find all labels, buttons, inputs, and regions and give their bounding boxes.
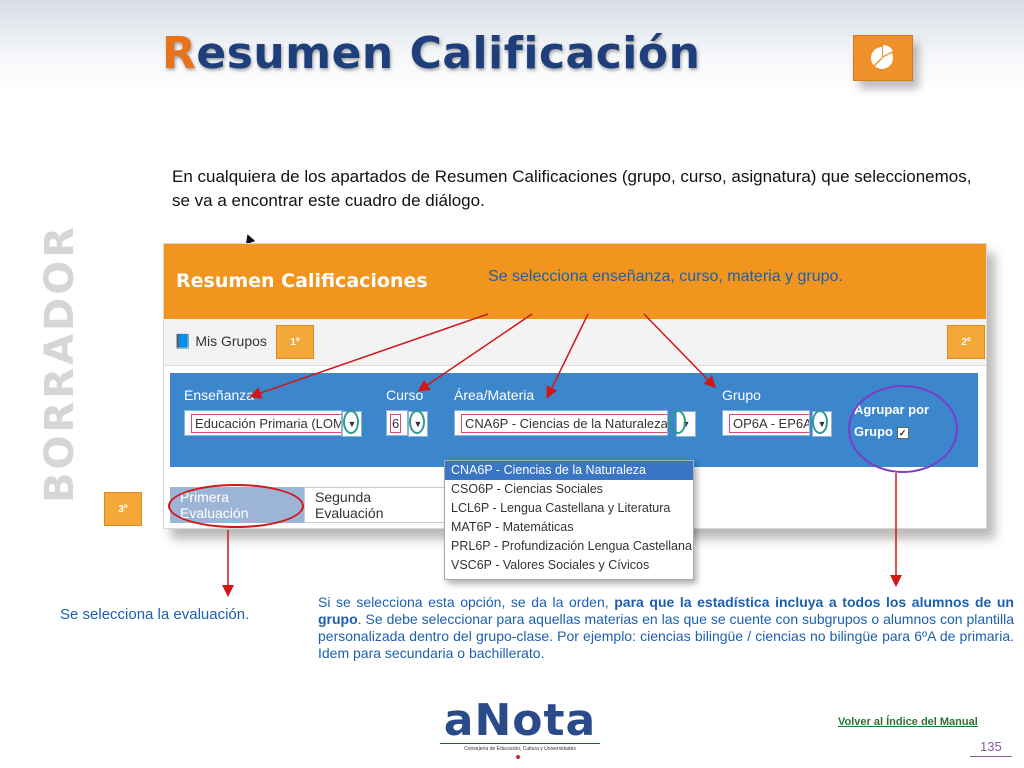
arrow-to-grupo (643, 313, 717, 389)
area-value: CNA6P - Ciencias de la Naturaleza (461, 413, 667, 433)
group-note-text: Si se selecciona esta opción, se da la o… (318, 594, 615, 610)
ensenanza-value: Educación Primaria (LOM (191, 413, 341, 433)
teal-marker (812, 410, 828, 434)
ensenanza-select[interactable]: Educación Primaria (LOM (184, 410, 342, 436)
pie-chart-icon (853, 35, 913, 81)
teal-marker (409, 410, 425, 434)
groups-bar: 📘 Mis Grupos 1º 2º (164, 319, 986, 366)
subject-option[interactable]: PRL6P - Profundización Lengua Castellana (451, 539, 692, 553)
subject-option[interactable]: VSC6P - Valores Sociales y Cívicos (451, 558, 650, 572)
curso-select[interactable]: 6 (386, 410, 408, 436)
arrow-to-ensenanza (249, 313, 489, 399)
step-badge-2: 2º (947, 325, 985, 359)
logo-subtitle: Consejería de Educación, Cultura y Unive… (440, 743, 600, 752)
subject-dropdown-list: CNA6P - Ciencias de la Naturaleza CSO6P … (444, 460, 694, 580)
subject-option[interactable]: CNA6P - Ciencias de la Naturaleza (445, 461, 693, 480)
arrow-to-curso (417, 313, 533, 392)
area-select[interactable]: CNA6P - Ciencias de la Naturaleza (454, 410, 668, 436)
subject-option[interactable]: LCL6P - Lengua Castellana y Literatura (451, 501, 671, 515)
curso-label: Curso (386, 387, 424, 403)
ensenanza-label: Enseñanza (184, 387, 255, 403)
book-icon: 📘 (174, 333, 192, 349)
step-badge-3: 3º (104, 492, 142, 526)
page-number-underline (970, 756, 1012, 757)
page-title: Resumen Calificación (162, 28, 701, 79)
anota-logo: aNota Consejería de Educación, Cultura y… (440, 695, 600, 759)
dialog-header: Resumen Calificaciones Se selecciona ens… (164, 244, 986, 319)
subject-option[interactable]: MAT6P - Matemáticas (451, 520, 574, 534)
intro-text: En cualquiera de los apartados de Resume… (172, 167, 972, 210)
page-number: 135 (980, 739, 1002, 754)
grupo-select[interactable]: OP6A - EP6A (722, 410, 810, 436)
area-label: Área/Materia (454, 387, 535, 403)
dialog-title: Resumen Calificaciones (176, 270, 428, 292)
arrow-to-area (546, 313, 589, 399)
back-to-index-link[interactable]: Volver al Índice del Manual (838, 716, 978, 728)
step-badge-1: 1º (276, 325, 314, 359)
group-note-bold: para que la estadística incluya a todos … (318, 594, 1014, 627)
curso-value: 6 (390, 413, 402, 433)
grupo-value: OP6A - EP6A (729, 413, 809, 433)
teal-marker (670, 410, 686, 434)
evaluation-note: Se selecciona la evaluación. (60, 606, 250, 623)
logo-emblem (516, 755, 520, 759)
filter-panel: Enseñanza Educación Primaria (LOM ▼ Curs… (170, 373, 978, 467)
group-option-note: Si se selecciona esta opción, se da la o… (318, 594, 1014, 662)
group-note-text-2: . Se debe seleccionar para aquellas mate… (318, 611, 1014, 661)
mis-grupos-label: Mis Grupos (195, 333, 267, 349)
agrupar-highlight-ellipse (848, 385, 958, 473)
teal-marker (343, 410, 359, 434)
selection-hint: Se selecciona enseñanza, curso, materia … (488, 268, 843, 285)
evaluation-highlight-ellipse (168, 484, 304, 528)
grupo-label: Grupo (722, 387, 761, 403)
subject-option[interactable]: CSO6P - Ciencias Sociales (451, 482, 603, 496)
logo-text: aNota (443, 695, 597, 746)
tab-segunda-evaluacion[interactable]: Segunda Evaluación (304, 487, 454, 523)
tab-mis-grupos[interactable]: 📘 Mis Grupos (174, 333, 267, 350)
